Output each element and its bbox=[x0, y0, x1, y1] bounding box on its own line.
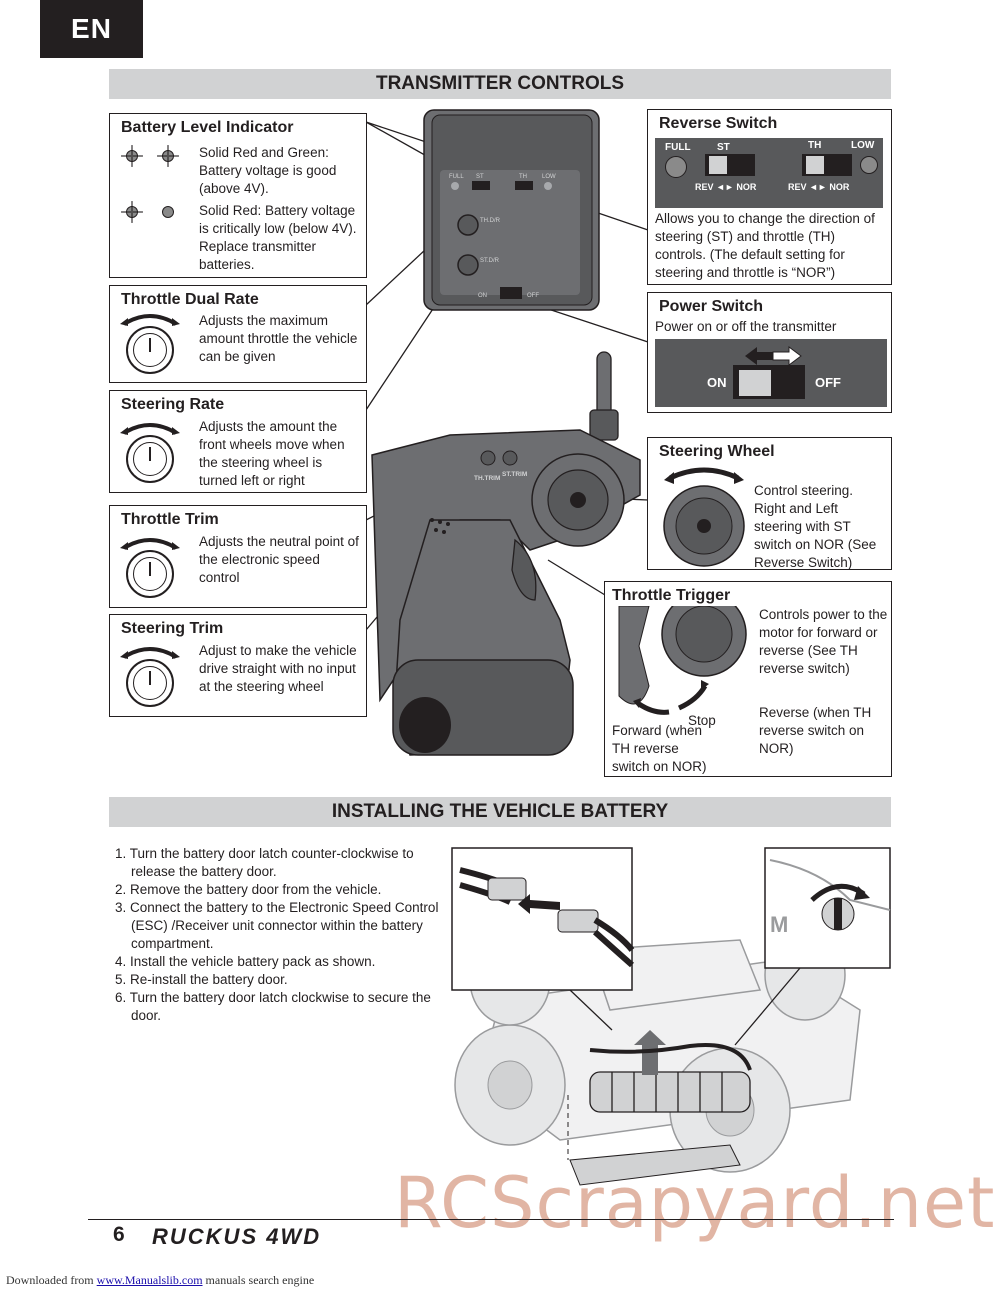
throttle-forward-label: Forward (when TH reverse switch on NOR) bbox=[612, 723, 707, 774]
reverse-switch-title: Reverse Switch bbox=[659, 115, 778, 132]
steering-rate-title: Steering Rate bbox=[121, 396, 225, 413]
left-right-arrows-icon bbox=[745, 346, 802, 366]
tx-label-th: TH bbox=[519, 174, 527, 180]
throttle-dual-rate-text: Adjusts the maximum amount throttle the … bbox=[199, 313, 358, 364]
throttle-dual-rate-box: Throttle Dual Rate Adjusts the maximum a… bbox=[109, 285, 367, 383]
switch-knob-icon bbox=[738, 369, 772, 397]
power-switch-title: Power Switch bbox=[659, 298, 764, 315]
watermark: RCScrapyard.net bbox=[394, 1162, 996, 1244]
power-switch-text: Power on or off the transmitter bbox=[655, 319, 837, 334]
power-switch-box: Power Switch Power on or off the transmi… bbox=[647, 292, 892, 413]
steering-rate-box: Steering Rate Adjusts the amount the fro… bbox=[109, 390, 367, 493]
battery-good-text: Solid Red and Green: Battery voltage is … bbox=[199, 145, 337, 196]
tx-label-full: FULL bbox=[449, 174, 464, 180]
knob-icon bbox=[126, 550, 174, 598]
battery-steps-list: 1. Turn the battery door latch counter-c… bbox=[115, 845, 440, 1025]
power-off-label: OFF bbox=[815, 375, 841, 390]
knob-icon bbox=[126, 659, 174, 707]
rs-label-th: TH bbox=[808, 140, 822, 151]
reverse-switch-text: Allows you to change the direction of st… bbox=[655, 211, 875, 280]
switch-knob-icon bbox=[709, 156, 727, 174]
rotate-arrows-icon bbox=[120, 538, 180, 550]
led-off-icon bbox=[162, 206, 174, 218]
list-item: 5. Re-install the battery door. bbox=[115, 972, 288, 987]
svg-text:M: M bbox=[770, 912, 788, 937]
steering-wheel-title: Steering Wheel bbox=[659, 443, 775, 460]
section-heading-transmitter: TRANSMITTER CONTROLS bbox=[109, 69, 891, 99]
download-footer: Downloaded from www.Manualslib.com manua… bbox=[6, 1273, 314, 1288]
section-heading-vehicle-battery: INSTALLING THE VEHICLE BATTERY bbox=[109, 797, 891, 827]
footer-rule bbox=[88, 1219, 894, 1220]
steering-trim-title: Steering Trim bbox=[121, 620, 224, 637]
tx-label-off: OFF bbox=[527, 293, 539, 299]
tx-label-st-dr: ST.D/R bbox=[480, 258, 500, 264]
led-red-icon bbox=[121, 145, 143, 167]
throttle-trigger-text: Controls power to the motor for forward … bbox=[759, 607, 888, 676]
tx-label-th-trim: TH.TRIM bbox=[474, 475, 500, 482]
rotate-arrows-icon bbox=[120, 647, 180, 659]
tx-label-st: ST bbox=[476, 174, 484, 180]
steering-trim-text: Adjust to make the vehicle drive straigh… bbox=[199, 643, 357, 694]
footer-suffix: manuals search engine bbox=[205, 1273, 315, 1287]
brand-logo: RUCKUS 4WD bbox=[152, 1224, 322, 1249]
tx-label-on: ON bbox=[478, 293, 487, 299]
led-red-icon bbox=[121, 201, 143, 223]
steering-trim-box: Steering Trim Adjust to make the vehicle… bbox=[109, 614, 367, 717]
list-item: 3. Connect the battery to the Electronic… bbox=[115, 900, 439, 951]
throttle-trim-box: Throttle Trim Adjusts the neutral point … bbox=[109, 505, 367, 608]
throttle-stop-label: Stop bbox=[688, 713, 716, 728]
rs-rev-nor-2: REV ◄► NOR bbox=[788, 182, 850, 192]
led-icon bbox=[665, 156, 687, 178]
rotate-arrows-icon bbox=[120, 314, 180, 326]
battery-low-text: Solid Red: Battery voltage is critically… bbox=[199, 203, 357, 272]
throttle-reverse-label: Reverse (when TH reverse switch on NOR) bbox=[759, 705, 872, 756]
battery-level-title: Battery Level Indicator bbox=[121, 119, 294, 136]
rs-label-low: LOW bbox=[851, 140, 875, 151]
manualslib-link[interactable]: www.Manualslib.com bbox=[96, 1273, 203, 1287]
list-item: 6. Turn the battery door latch clockwise… bbox=[115, 990, 431, 1023]
throttle-dual-rate-title: Throttle Dual Rate bbox=[121, 291, 259, 308]
switch-knob-icon bbox=[806, 156, 824, 174]
tx-label-low: LOW bbox=[542, 174, 556, 180]
list-item: 4. Install the vehicle battery pack as s… bbox=[115, 954, 376, 969]
list-item: 2. Remove the battery door from the vehi… bbox=[115, 882, 382, 897]
steering-rate-text: Adjusts the amount the front wheels move… bbox=[199, 419, 345, 488]
rs-label-st: ST bbox=[717, 142, 730, 153]
throttle-trim-text: Adjusts the neutral point of the electro… bbox=[199, 534, 359, 585]
rotate-arrows-icon bbox=[120, 423, 180, 435]
tx-label-th-dr: TH.D/R bbox=[480, 218, 501, 224]
steering-wheel-icon bbox=[663, 467, 745, 567]
list-item: 1. Turn the battery door latch counter-c… bbox=[115, 846, 414, 879]
power-switch-panel: ON OFF bbox=[655, 339, 887, 407]
throttle-trigger-box: Throttle Trigger Controls power to the m… bbox=[604, 581, 892, 777]
reverse-switch-panel: FULL ST TH LOW REV ◄► NOR REV ◄► NOR bbox=[655, 138, 883, 208]
knob-icon bbox=[126, 326, 174, 374]
led-green-icon bbox=[157, 145, 179, 167]
power-on-label: ON bbox=[707, 375, 727, 390]
language-tab: EN bbox=[40, 0, 143, 58]
reverse-switch-box: Reverse Switch FULL ST TH LOW REV ◄► NOR… bbox=[647, 109, 892, 285]
throttle-trim-title: Throttle Trim bbox=[121, 511, 219, 528]
tx-label-st-trim: ST.TRIM bbox=[502, 471, 527, 478]
footer-prefix: Downloaded from bbox=[6, 1273, 94, 1287]
steering-wheel-text: Control steering. Right and Left steerin… bbox=[754, 483, 877, 570]
rs-label-full: FULL bbox=[665, 142, 691, 153]
transmitter-illustration: FULL ST TH LOW TH.D/R ST.D/R ON OFF TH.T… bbox=[365, 109, 649, 756]
throttle-trigger-title: Throttle Trigger bbox=[612, 587, 731, 604]
page-number: 6 bbox=[113, 1223, 125, 1246]
throttle-trigger-illustration bbox=[618, 606, 747, 715]
vehicle-battery-illustration: M bbox=[451, 847, 891, 1186]
knob-icon bbox=[126, 435, 174, 483]
battery-level-indicator-box: Battery Level Indicator Solid Red and Gr… bbox=[109, 113, 367, 278]
steering-wheel-box: Steering Wheel Control steering. Right a… bbox=[647, 437, 892, 570]
rs-rev-nor-1: REV ◄► NOR bbox=[695, 182, 757, 192]
led-icon bbox=[860, 156, 878, 174]
